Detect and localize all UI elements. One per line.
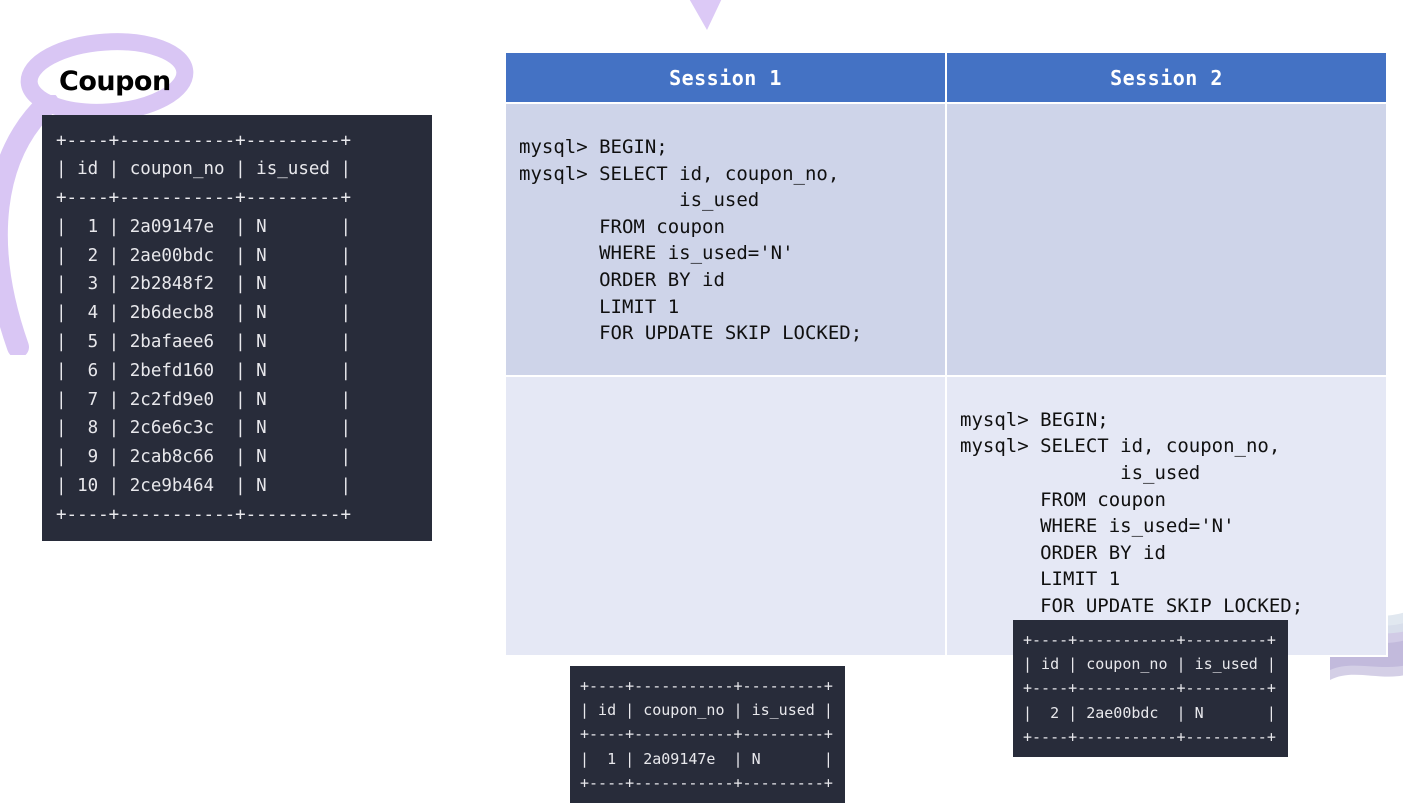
cell-session1-step2: +----+-----------+---------+ | id | coup… bbox=[504, 374, 947, 803]
cell-session1-step1: mysql> BEGIN; mysql> SELECT id, coupon_n… bbox=[504, 102, 947, 377]
table-header-row: Session 1 Session 2 bbox=[504, 51, 1388, 104]
column-header-session-2: Session 2 bbox=[945, 51, 1388, 104]
cell-session2-step1-empty bbox=[945, 102, 1388, 377]
cell-session2-step2: mysql> BEGIN; mysql> SELECT id, coupon_n… bbox=[945, 374, 1388, 758]
table-row: mysql> BEGIN; mysql> SELECT id, coupon_n… bbox=[504, 102, 1388, 377]
session-comparison-table: Session 1 Session 2 mysql> BEGIN; mysql>… bbox=[504, 51, 1388, 803]
column-header-session-1: Session 1 bbox=[504, 51, 947, 104]
table-row: +----+-----------+---------+ | id | coup… bbox=[504, 374, 1388, 803]
coupon-panel: Coupon +----+-----------+---------+ | id… bbox=[42, 66, 432, 559]
sql-session1-select: mysql> BEGIN; mysql> SELECT id, coupon_n… bbox=[519, 136, 863, 345]
page-title: Coupon bbox=[59, 66, 171, 97]
result-table-session1: +----+-----------+---------+ | id | coup… bbox=[570, 665, 845, 803]
result-table-session2: +----+-----------+---------+ | id | coup… bbox=[1013, 619, 1288, 758]
coupon-table-output: +----+-----------+---------+ | id | coup… bbox=[42, 114, 432, 542]
sql-session2-select: mysql> BEGIN; mysql> SELECT id, coupon_n… bbox=[960, 408, 1304, 617]
